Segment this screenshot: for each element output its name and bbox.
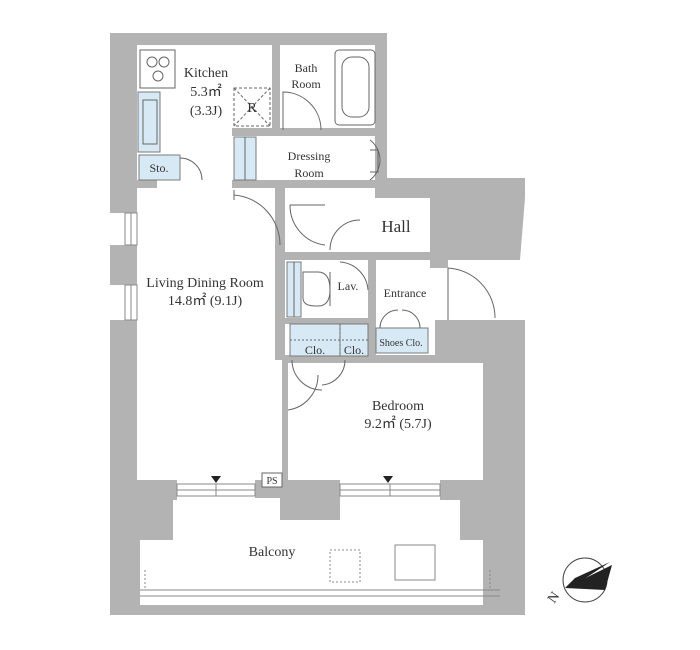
- living-name: Living Dining Room: [146, 276, 264, 291]
- bathroom-label-2: Room: [291, 77, 321, 91]
- wall-kitchen-bottom: [137, 180, 157, 188]
- wall-hall-right: [430, 198, 448, 268]
- pipe-space-box: [261, 472, 283, 488]
- wall-right-jog: [375, 178, 525, 198]
- closet-door-2: [321, 359, 346, 386]
- balcony-windows: [176, 483, 441, 497]
- wall-kitchen-bath: [272, 45, 280, 130]
- wall-dressing-top: [232, 128, 387, 136]
- wall-right-diagonal: [432, 178, 525, 260]
- kitchen-name: Kitchen: [184, 66, 228, 81]
- kitchen-area: 5.3㎡: [190, 84, 222, 100]
- hall-door-2: [329, 219, 361, 251]
- storage-label: Sto.: [149, 161, 168, 175]
- wall-balcony-left-pillar: [110, 500, 173, 540]
- lav-door: [339, 261, 369, 291]
- compass-needle: [565, 562, 610, 588]
- balcony-area: [140, 544, 500, 597]
- storage-fills: [137, 91, 429, 357]
- wall-ps-block: [280, 495, 340, 520]
- wall-left-lower: [110, 320, 137, 535]
- refrigerator-label: R: [247, 101, 257, 116]
- shoes-closet-label: Shoes Clo.: [379, 338, 422, 349]
- kitchen-tatami: (3.3J): [190, 104, 223, 119]
- wall-balcony-bottom: [110, 605, 525, 615]
- living-window-arrow: [211, 476, 221, 483]
- dressing-label-1: Dressing: [288, 149, 331, 163]
- entrance-label: Entrance: [384, 286, 427, 300]
- wall-bedroom-left: [282, 355, 288, 483]
- compass-north-label: N: [545, 589, 563, 606]
- compass: N: [545, 557, 612, 606]
- wall-left-upper: [110, 33, 137, 213]
- dressing-door: [369, 139, 381, 181]
- walls: [110, 33, 525, 615]
- stove: [139, 49, 176, 89]
- bedroom-window-arrow: [383, 476, 393, 483]
- wall-interior-bottom-left: [137, 480, 177, 500]
- toilet: [302, 271, 331, 307]
- lavatory-label: Lav.: [338, 279, 359, 293]
- closet-door-1: [291, 359, 323, 391]
- labels: Kitchen 5.3㎡ (3.3J) R Bath Room Dressing…: [146, 61, 432, 560]
- balcony-ac-unit-2: [394, 544, 436, 581]
- wall-right-lower: [483, 320, 525, 610]
- wall-living-right: [275, 188, 285, 360]
- shoes-closet-doors: [379, 309, 421, 329]
- wall-top-right: [375, 33, 387, 183]
- closet-2-label: Clo.: [344, 343, 364, 357]
- left-windows: [124, 212, 138, 321]
- dressing-label-2: Room: [294, 166, 324, 180]
- balcony-ac-unit-1: [329, 549, 361, 583]
- bath-door: [282, 91, 322, 131]
- wall-top: [110, 33, 387, 45]
- wall-dressing-bottom: [232, 180, 382, 188]
- bathroom-label-1: Bath: [295, 61, 318, 75]
- wall-right-bedroom-top: [435, 320, 525, 360]
- closet-1-label: Clo.: [305, 343, 325, 357]
- fixtures: [139, 49, 496, 411]
- wall-bedroom-top: [285, 355, 485, 363]
- refrigerator-space: [233, 87, 271, 127]
- hall-label: Hall: [381, 217, 411, 236]
- living-area: 14.8㎡ (9.1J): [168, 293, 243, 309]
- balcony-label: Balcony: [249, 545, 296, 560]
- wall-interior-bottom-right: [440, 480, 485, 500]
- pipe-space-label: PS: [266, 476, 277, 487]
- bedroom-name: Bedroom: [372, 399, 424, 414]
- storage-closet-fill: [138, 154, 181, 181]
- wall-left-balcony: [110, 530, 140, 615]
- shoes-closet-fill: [375, 327, 429, 354]
- hall-door-1: [289, 204, 326, 246]
- wall-entrance-left: [368, 258, 376, 358]
- wall-hall-bottom: [280, 252, 435, 260]
- living-hall-door: [233, 190, 281, 246]
- wall-balcony-right-pillar: [460, 500, 525, 540]
- wall-left-window-stub: [110, 245, 137, 285]
- bedroom-area: 9.2㎡ (5.7J): [364, 416, 432, 432]
- bathtub: [334, 49, 376, 126]
- wall-lav-bottom: [285, 318, 375, 324]
- window-markers: [211, 476, 393, 483]
- entrance-door: [447, 267, 496, 320]
- storage-door: [179, 157, 203, 181]
- bedroom-door: [287, 374, 319, 411]
- kitchen-sink: [142, 99, 158, 145]
